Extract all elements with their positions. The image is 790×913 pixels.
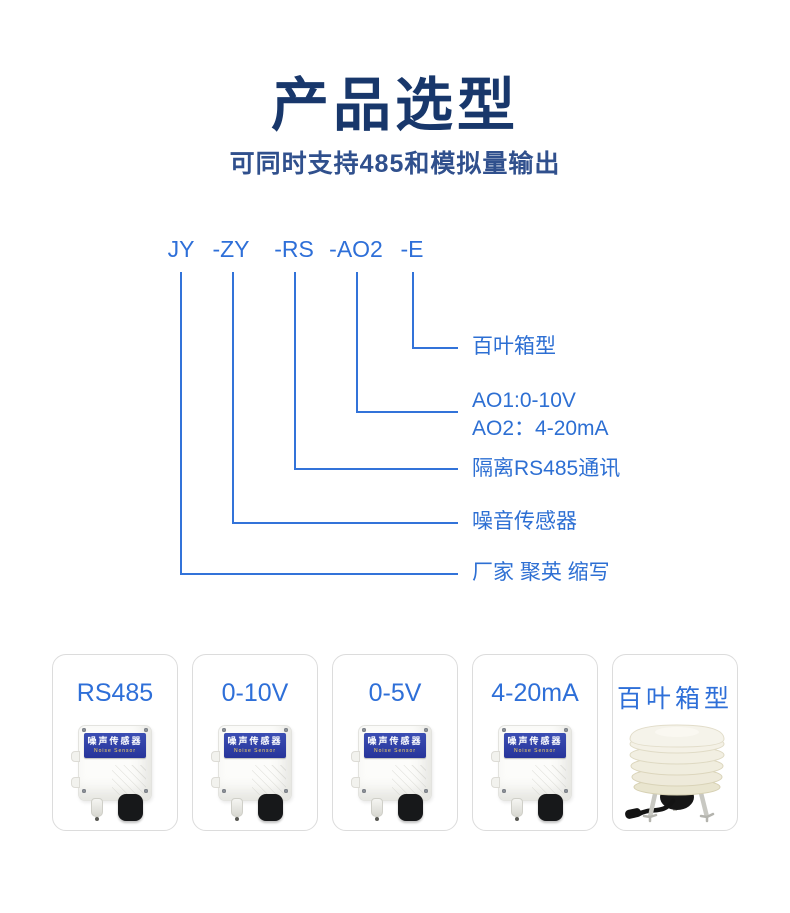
noise-sensor-image: 噪声传感器 Noise Sensor <box>491 725 579 823</box>
connector-ao2-vertical <box>356 272 358 413</box>
sensor-plate-cn: 噪声传感器 <box>87 736 143 746</box>
legend-louver-type: 百叶箱型 <box>472 335 556 358</box>
legend-ao2: AO2：4-20mA <box>472 417 609 440</box>
product-card-4-20ma[interactable]: 4-20mA 噪声传感器 Noise Sensor <box>472 654 598 831</box>
product-card-louver-type[interactable]: 百叶箱型 <box>612 654 738 831</box>
sensor-plate-cn: 噪声传感器 <box>367 736 423 746</box>
microphone-windscreen <box>258 794 283 821</box>
model-code-zy: -ZY <box>212 236 250 262</box>
product-card-0-5v[interactable]: 0-5V 噪声传感器 Noise Sensor <box>332 654 458 831</box>
cable-gland <box>371 798 383 821</box>
page-subtitle: 可同时支持485和模拟量输出 <box>229 150 561 178</box>
product-card-label: RS485 <box>76 679 154 707</box>
cable-gland <box>91 798 103 821</box>
product-card-label: 0-5V <box>368 679 422 707</box>
page-title: 产品选型 <box>270 73 519 138</box>
legend-manufacturer: 厂家 聚英 缩写 <box>472 561 610 584</box>
product-card-label: 4-20mA <box>491 679 579 707</box>
connector-rs-horizontal <box>294 468 458 470</box>
connector-jy-horizontal <box>180 573 458 575</box>
louver-shield-image <box>617 721 733 830</box>
legend-ao1: AO1:0-10V <box>472 389 576 412</box>
noise-sensor-image: 噪声传感器 Noise Sensor <box>71 725 159 823</box>
sensor-plate-cn: 噪声传感器 <box>227 736 283 746</box>
cable-gland <box>511 798 523 821</box>
microphone-windscreen <box>118 794 143 821</box>
sensor-plate-en: Noise Sensor <box>93 748 136 754</box>
noise-sensor-image: 噪声传感器 Noise Sensor <box>351 725 439 823</box>
product-card-rs485[interactable]: RS485 噪声传感器 Noise Sensor <box>52 654 178 831</box>
cable-gland <box>231 798 243 821</box>
product-card-label: 0-10V <box>221 679 289 707</box>
legend-noise-sensor: 噪音传感器 <box>472 510 577 533</box>
product-card-0-10v[interactable]: 0-10V 噪声传感器 Noise Sensor <box>192 654 318 831</box>
noise-sensor-image: 噪声传感器 Noise Sensor <box>211 725 299 823</box>
sensor-plate-cn: 噪声传感器 <box>507 736 563 746</box>
connector-zy-vertical <box>232 272 234 524</box>
legend-rs485: 隔离RS485通讯 <box>472 457 621 480</box>
connector-e-vertical <box>412 272 414 349</box>
sensor-plate-en: Noise Sensor <box>373 748 416 754</box>
model-code-rs: -RS <box>274 236 314 262</box>
model-code-ao2: -AO2 <box>329 236 383 262</box>
sensor-plate-en: Noise Sensor <box>233 748 276 754</box>
connector-jy-vertical <box>180 272 182 575</box>
connector-e-horizontal <box>412 347 458 349</box>
model-code-jy: JY <box>167 236 195 262</box>
microphone-windscreen <box>538 794 563 821</box>
microphone-windscreen <box>398 794 423 821</box>
connector-zy-horizontal <box>232 522 458 524</box>
legend-analog-outputs: AO1:0-10V AO2：4-20mA <box>472 387 609 443</box>
model-code-e: -E <box>400 236 424 262</box>
sensor-plate-en: Noise Sensor <box>513 748 556 754</box>
connector-rs-vertical <box>294 272 296 470</box>
product-card-label: 百叶箱型 <box>616 685 733 713</box>
connector-ao2-horizontal <box>356 411 458 413</box>
